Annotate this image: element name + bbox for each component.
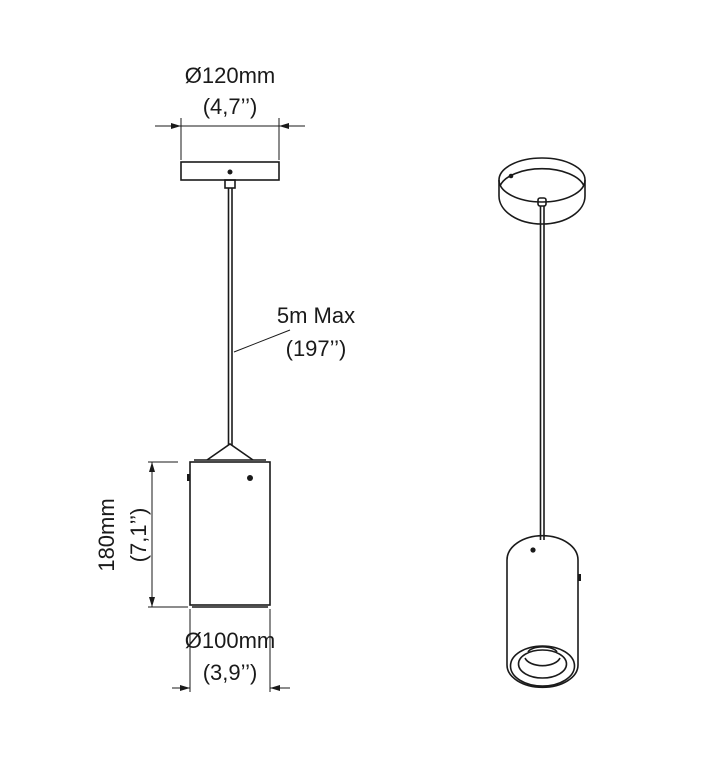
lamp-body-perspective: [506, 534, 581, 689]
body-diameter-dimension-line: [172, 609, 290, 692]
canopy-dimension-line: [155, 118, 305, 160]
front-view: Ø120mm (4,7’’) 5m Max (197’’): [94, 63, 355, 692]
height-in: (7,1’’): [126, 508, 151, 563]
canopy-diameter-mm: Ø120mm: [185, 63, 275, 88]
cable-length-mm: 5m Max: [277, 303, 355, 328]
body-diameter-in: (3,9’’): [203, 660, 258, 685]
cable-length-in: (197’’): [286, 336, 347, 361]
canopy: [180, 161, 280, 189]
lamp-body: [187, 459, 271, 608]
height-dimension-line: [148, 461, 188, 608]
canopy-diameter-in: (4,7’’): [203, 94, 258, 119]
body-diameter-mm: Ø100mm: [185, 628, 275, 653]
cable-leader-line: [233, 329, 291, 353]
canopy-perspective: [498, 157, 586, 225]
height-mm: 180mm: [94, 498, 119, 571]
perspective-view: [498, 157, 586, 689]
cable: [206, 188, 254, 461]
cable-perspective: [539, 206, 545, 540]
